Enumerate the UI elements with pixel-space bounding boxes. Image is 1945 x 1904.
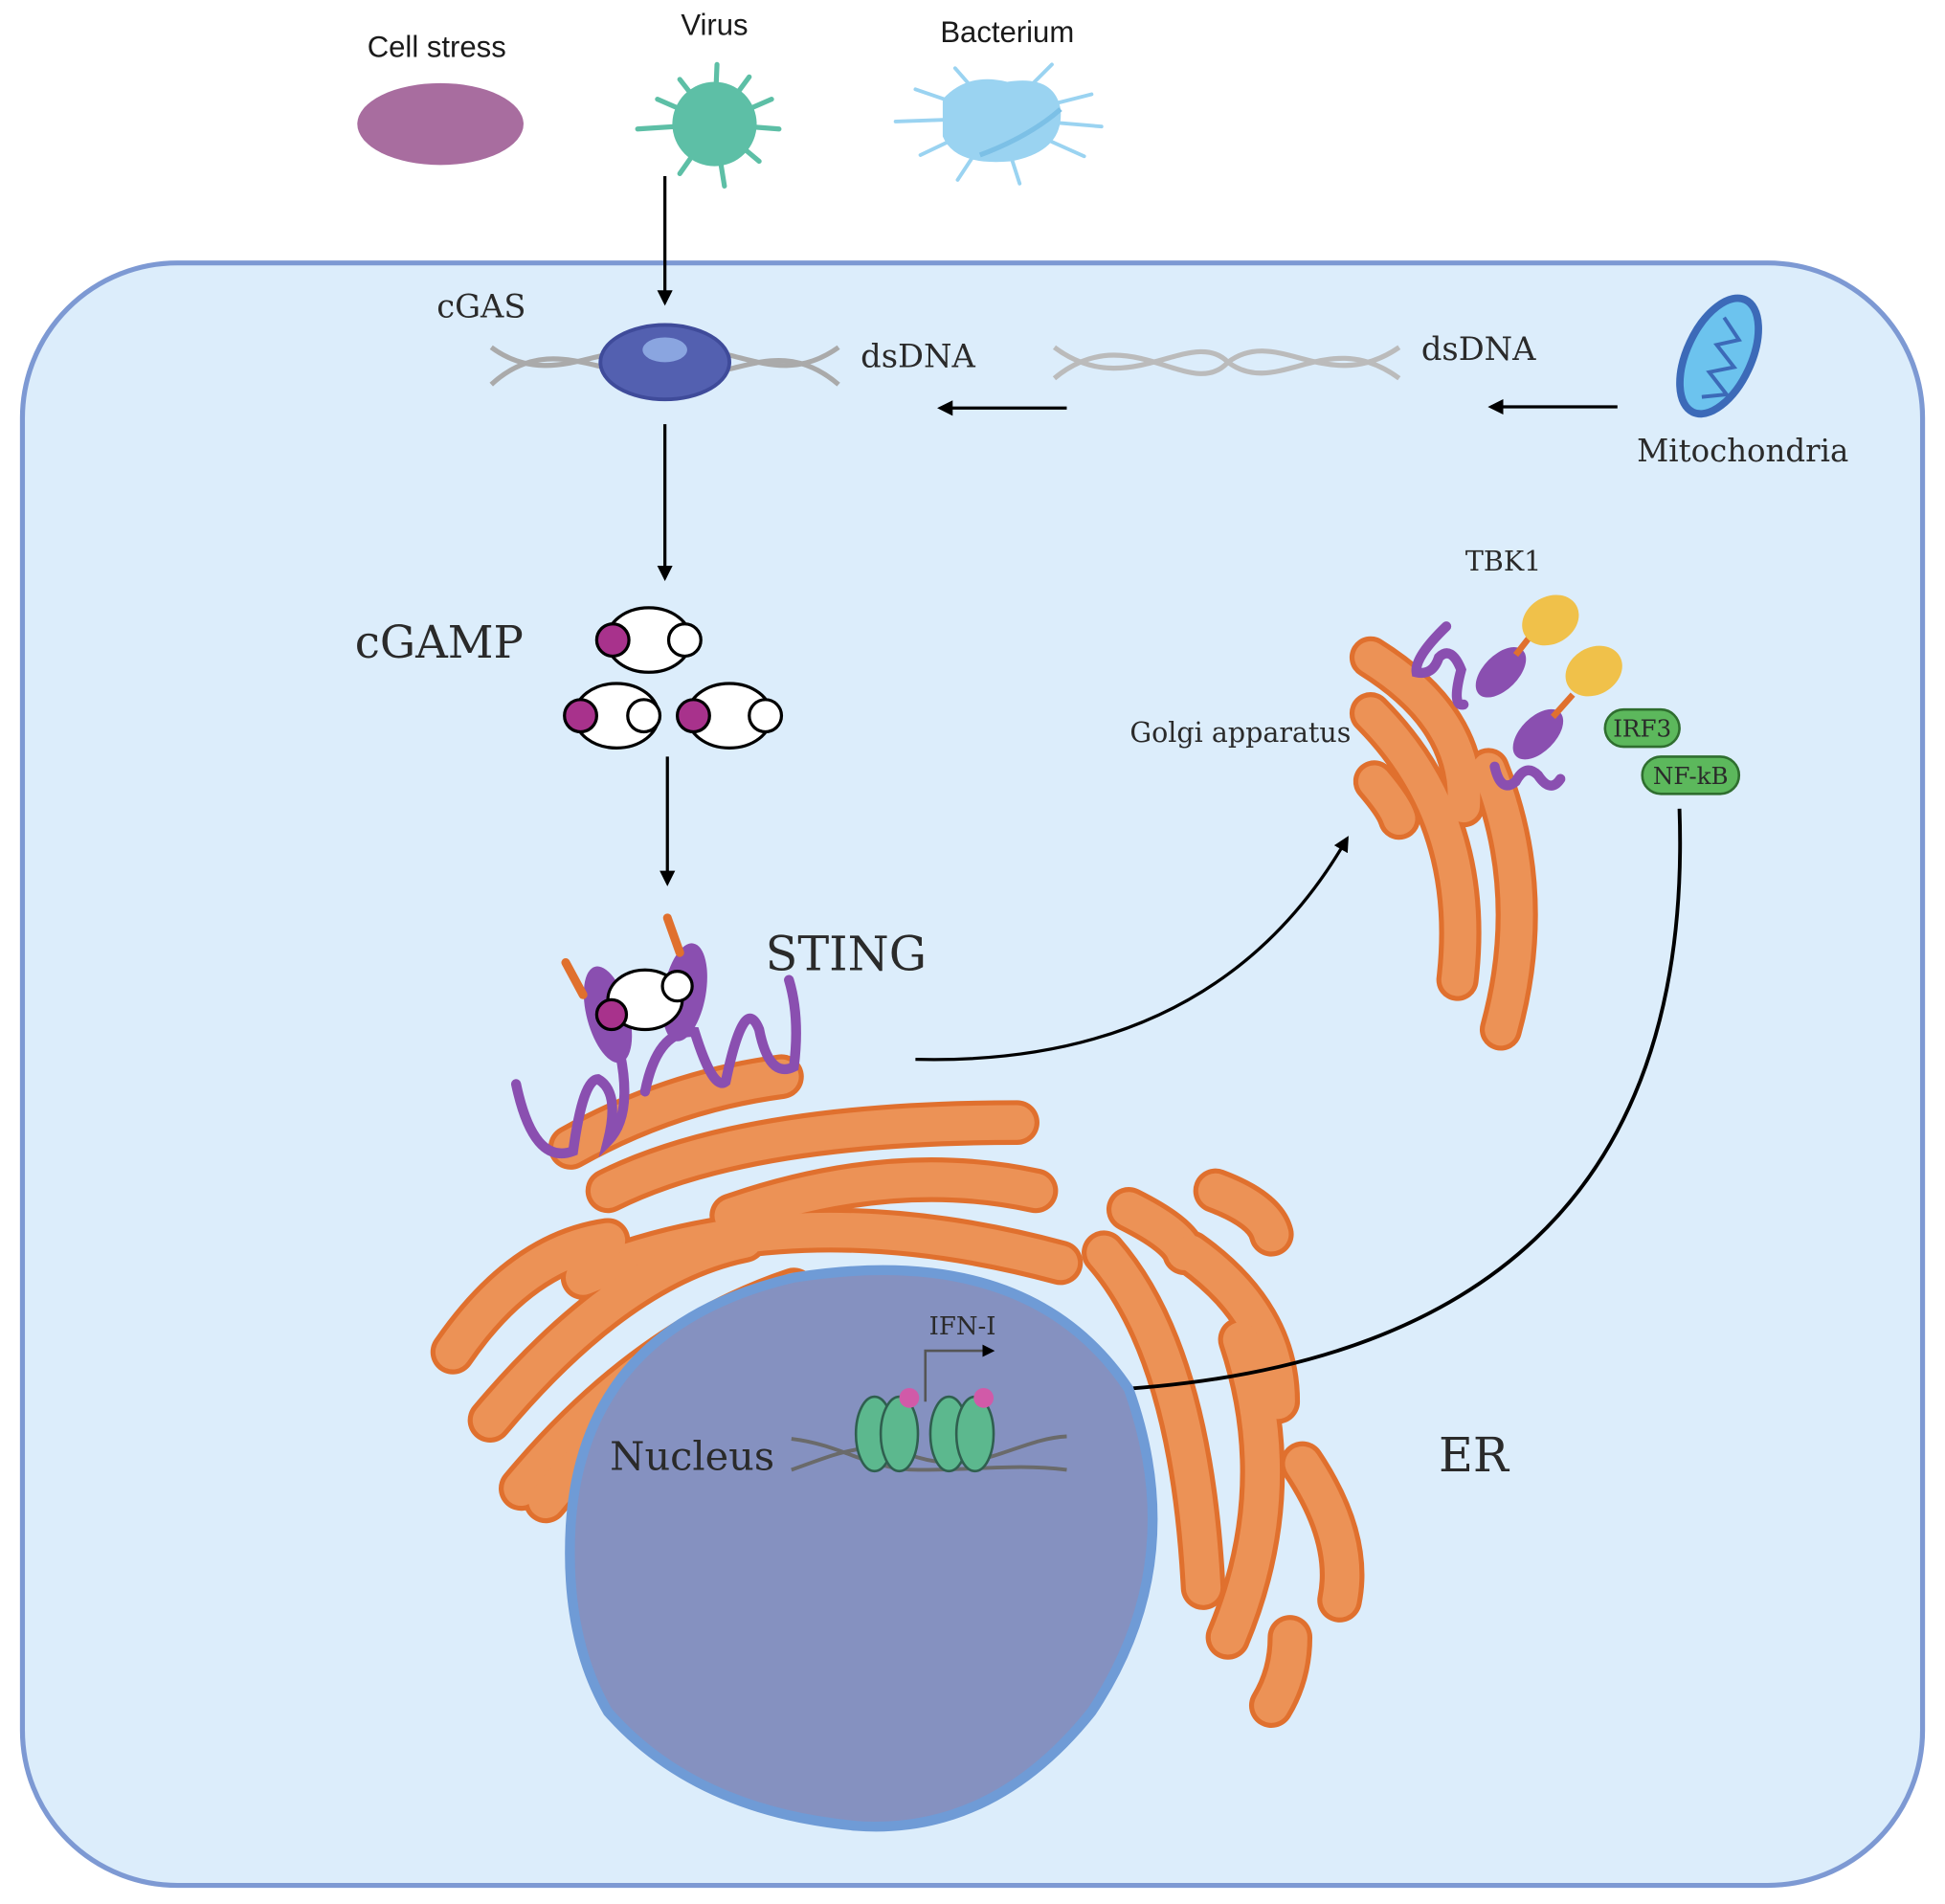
chromatin-dna-icon (791, 1434, 1067, 1472)
mito-dsdna: dsDNA (1052, 330, 1536, 381)
bacterium-label: Bacterium (940, 15, 1074, 49)
transcription-complex-icon (854, 1387, 995, 1473)
virus-icon: Virus (635, 8, 782, 189)
cgas-label: cGAS (436, 288, 525, 325)
nfkb-label: NF-kB (1653, 762, 1729, 790)
cgamp-icon (563, 606, 784, 750)
er-label: ER (1439, 1427, 1510, 1483)
golgi-label: Golgi apparatus (1129, 717, 1351, 749)
transcription-start-arrow (924, 1344, 995, 1402)
tbk1-label: TBK1 (1465, 546, 1541, 577)
dsdna-label-1: dsDNA (861, 338, 975, 375)
irf3-label: IRF3 (1613, 715, 1671, 743)
cell-stress: Cell stress (357, 31, 524, 166)
tbk1-icon: TBK1 (1411, 546, 1622, 791)
sting-dimer-icon: STING (510, 913, 927, 1158)
nucleus-label: Nucleus (610, 1433, 774, 1479)
sting-label: STING (766, 926, 927, 981)
cell-membrane (19, 260, 1926, 1889)
cgamp-molecules: cGAMP (355, 606, 784, 750)
arrow-sting-to-golgi (915, 836, 1349, 1062)
dsdna-label-2: dsDNA (1421, 330, 1536, 368)
ifn-label: IFN-I (929, 1312, 996, 1341)
nfkb-badge: NF-kB (1641, 755, 1741, 795)
cell-stress-label: Cell stress (368, 31, 506, 64)
cgamp-label: cGAMP (355, 616, 524, 668)
nucleus: Nucleus IFN-I (565, 1265, 1158, 1832)
golgi-apparatus: Golgi apparatus (1129, 636, 1538, 1051)
irf3-badge: IRF3 (1603, 707, 1681, 749)
virus-label: Virus (681, 8, 748, 41)
arrow-transcription-factors-to-nucleus (1061, 808, 1683, 1401)
mitochondria-label: Mitochondria (1637, 433, 1848, 469)
cgas-dsdna-complex: cGAS dsDNA (436, 288, 975, 402)
bacterium-icon: Bacterium (893, 15, 1104, 186)
mitochondria-icon: Mitochondria (1637, 294, 1848, 469)
